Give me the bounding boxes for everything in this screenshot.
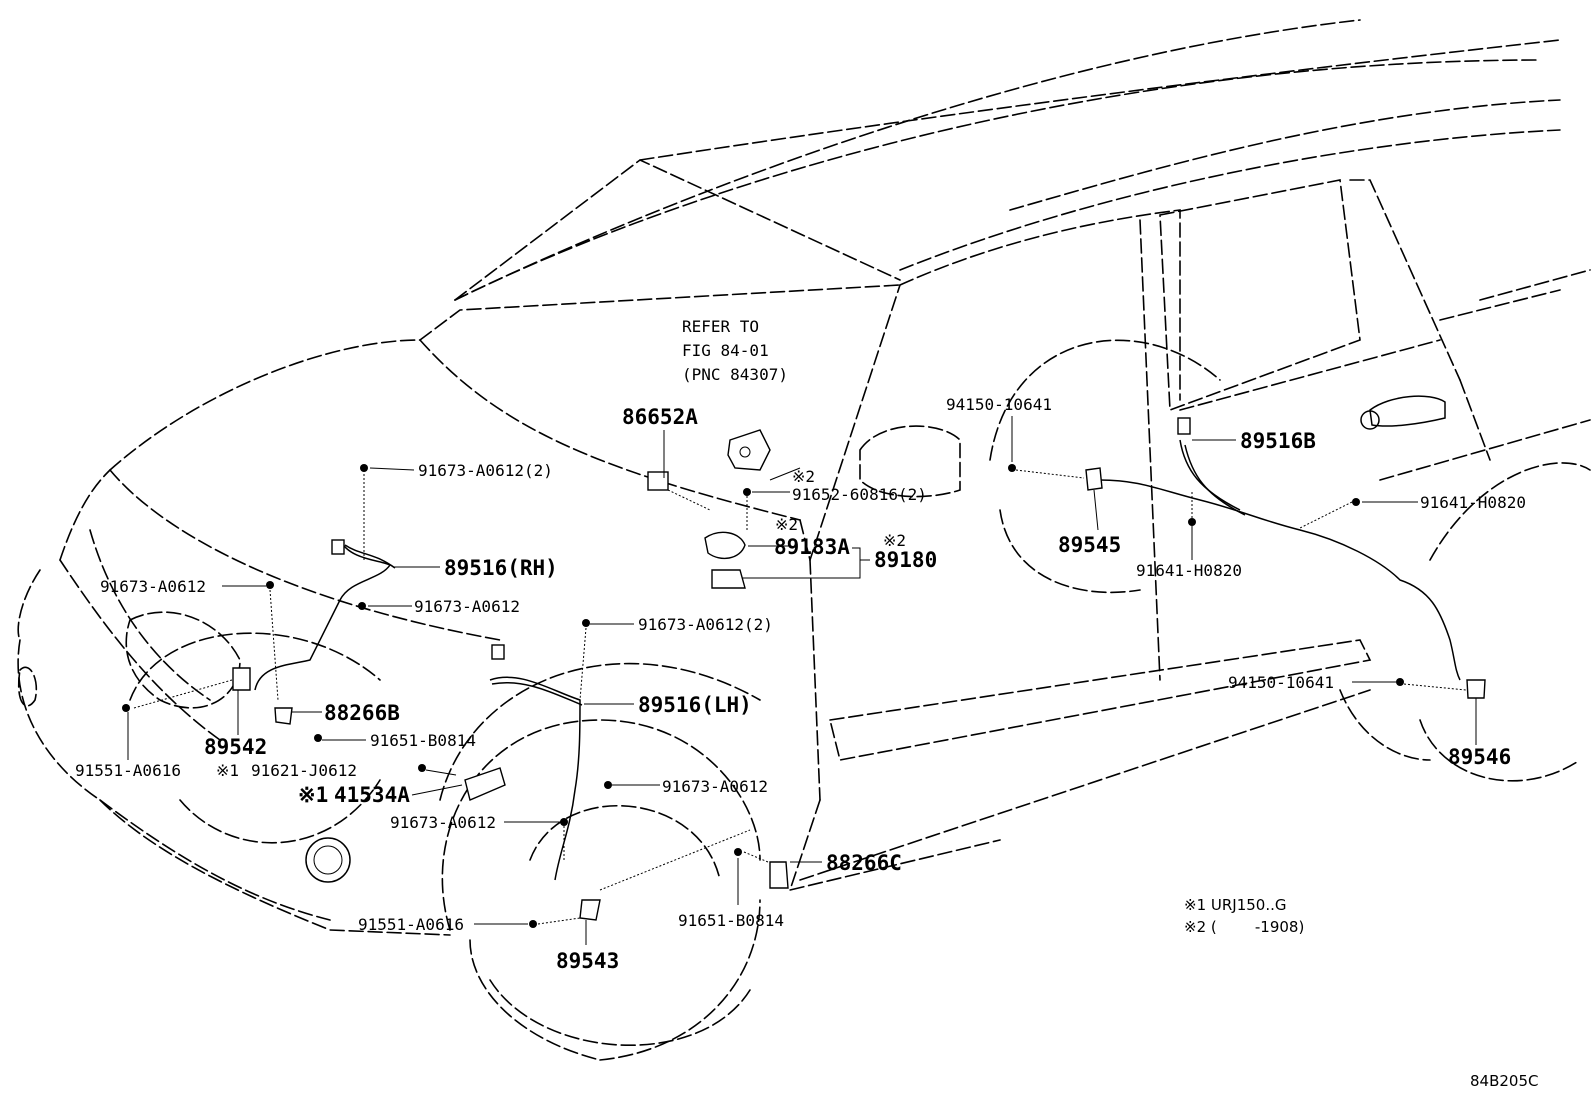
bracket-89183A-icon — [704, 531, 746, 560]
label-91673-lh-low: 91673-A0612 — [390, 813, 496, 832]
label-91641-right: 91641-H0820 — [1420, 493, 1526, 512]
sensor-89543-icon — [579, 899, 601, 921]
label-91673-lh2: 91673-A0612(2) — [638, 615, 773, 634]
label-91673-mid: 91673-A0612 — [414, 597, 520, 616]
harness-wires — [254, 439, 1461, 881]
mark-41534A: ※1 — [298, 783, 328, 807]
leader-lines — [127, 416, 1477, 945]
label-89545: 89545 — [1058, 533, 1121, 557]
label-89516LH: 89516(LH) — [638, 693, 752, 717]
mark-89183A: ※2 — [775, 515, 798, 534]
label-91551-low: 91551-A0616 — [358, 915, 464, 934]
figure-code: 84B205C — [1470, 1072, 1538, 1090]
label-91651-a: 91651-B0814 — [370, 731, 476, 750]
label-89516RH: 89516(RH) — [444, 556, 558, 580]
mark-91652: ※2 — [792, 467, 815, 486]
callout-labels: REFER TO FIG 84-01 (PNC 84307) 86652A 91… — [75, 317, 1538, 1090]
label-88266B: 88266B — [324, 701, 400, 725]
label-91673-left: 91673-A0612 — [100, 577, 206, 596]
part-glyphs — [122, 417, 1486, 928]
vehicle-outline — [17, 19, 1591, 1061]
abs-actuator-icon — [727, 429, 771, 471]
label-86652A: 86652A — [622, 405, 698, 429]
label-94150-top: 94150-10641 — [946, 395, 1052, 414]
label-91551-left: 91551-A0616 — [75, 761, 181, 780]
label-89516B: 89516B — [1240, 429, 1316, 453]
label-88266C: 88266C — [826, 851, 902, 875]
label-89543: 89543 — [556, 949, 619, 973]
label-91651-b: 91651-B0814 — [678, 911, 784, 930]
bracket-88266C-icon — [769, 861, 789, 889]
label-94150-right: 94150-10641 — [1228, 673, 1334, 692]
label-89180: 89180 — [874, 548, 937, 572]
label-91673-lh-side: 91673-A0612 — [662, 777, 768, 796]
label-89546: 89546 — [1448, 745, 1511, 769]
label-91641-low: 91641-H0820 — [1136, 561, 1242, 580]
refer-note-line1: REFER TO — [682, 317, 759, 336]
mark-89180: ※2 — [883, 531, 906, 550]
label-91621: 91621-J0612 — [251, 761, 357, 780]
sensor-89542-icon — [232, 667, 251, 691]
refer-note-line3: (PNC 84307) — [682, 365, 788, 384]
label-41534A: 41534A — [334, 783, 410, 807]
bracket-89180-icon — [711, 569, 746, 589]
bracket-41534A-icon — [464, 767, 506, 801]
sensor-89545-icon — [1085, 467, 1103, 491]
label-91673-top: 91673-A0612(2) — [418, 461, 553, 480]
label-89542: 89542 — [204, 735, 267, 759]
label-91652: 91652-60816(2) — [792, 485, 927, 504]
refer-note-line2: FIG 84-01 — [682, 341, 769, 360]
footnote-1: ※1 URJ150..G — [1184, 896, 1287, 914]
bracket-88266B-icon — [274, 707, 293, 725]
part-86652A-icon — [647, 471, 669, 491]
label-89183A: 89183A — [774, 535, 850, 559]
footnote-2: ※2 ( -1908) — [1184, 918, 1304, 936]
mark-91621: ※1 — [216, 761, 239, 780]
sensor-89546-icon — [1466, 679, 1486, 699]
